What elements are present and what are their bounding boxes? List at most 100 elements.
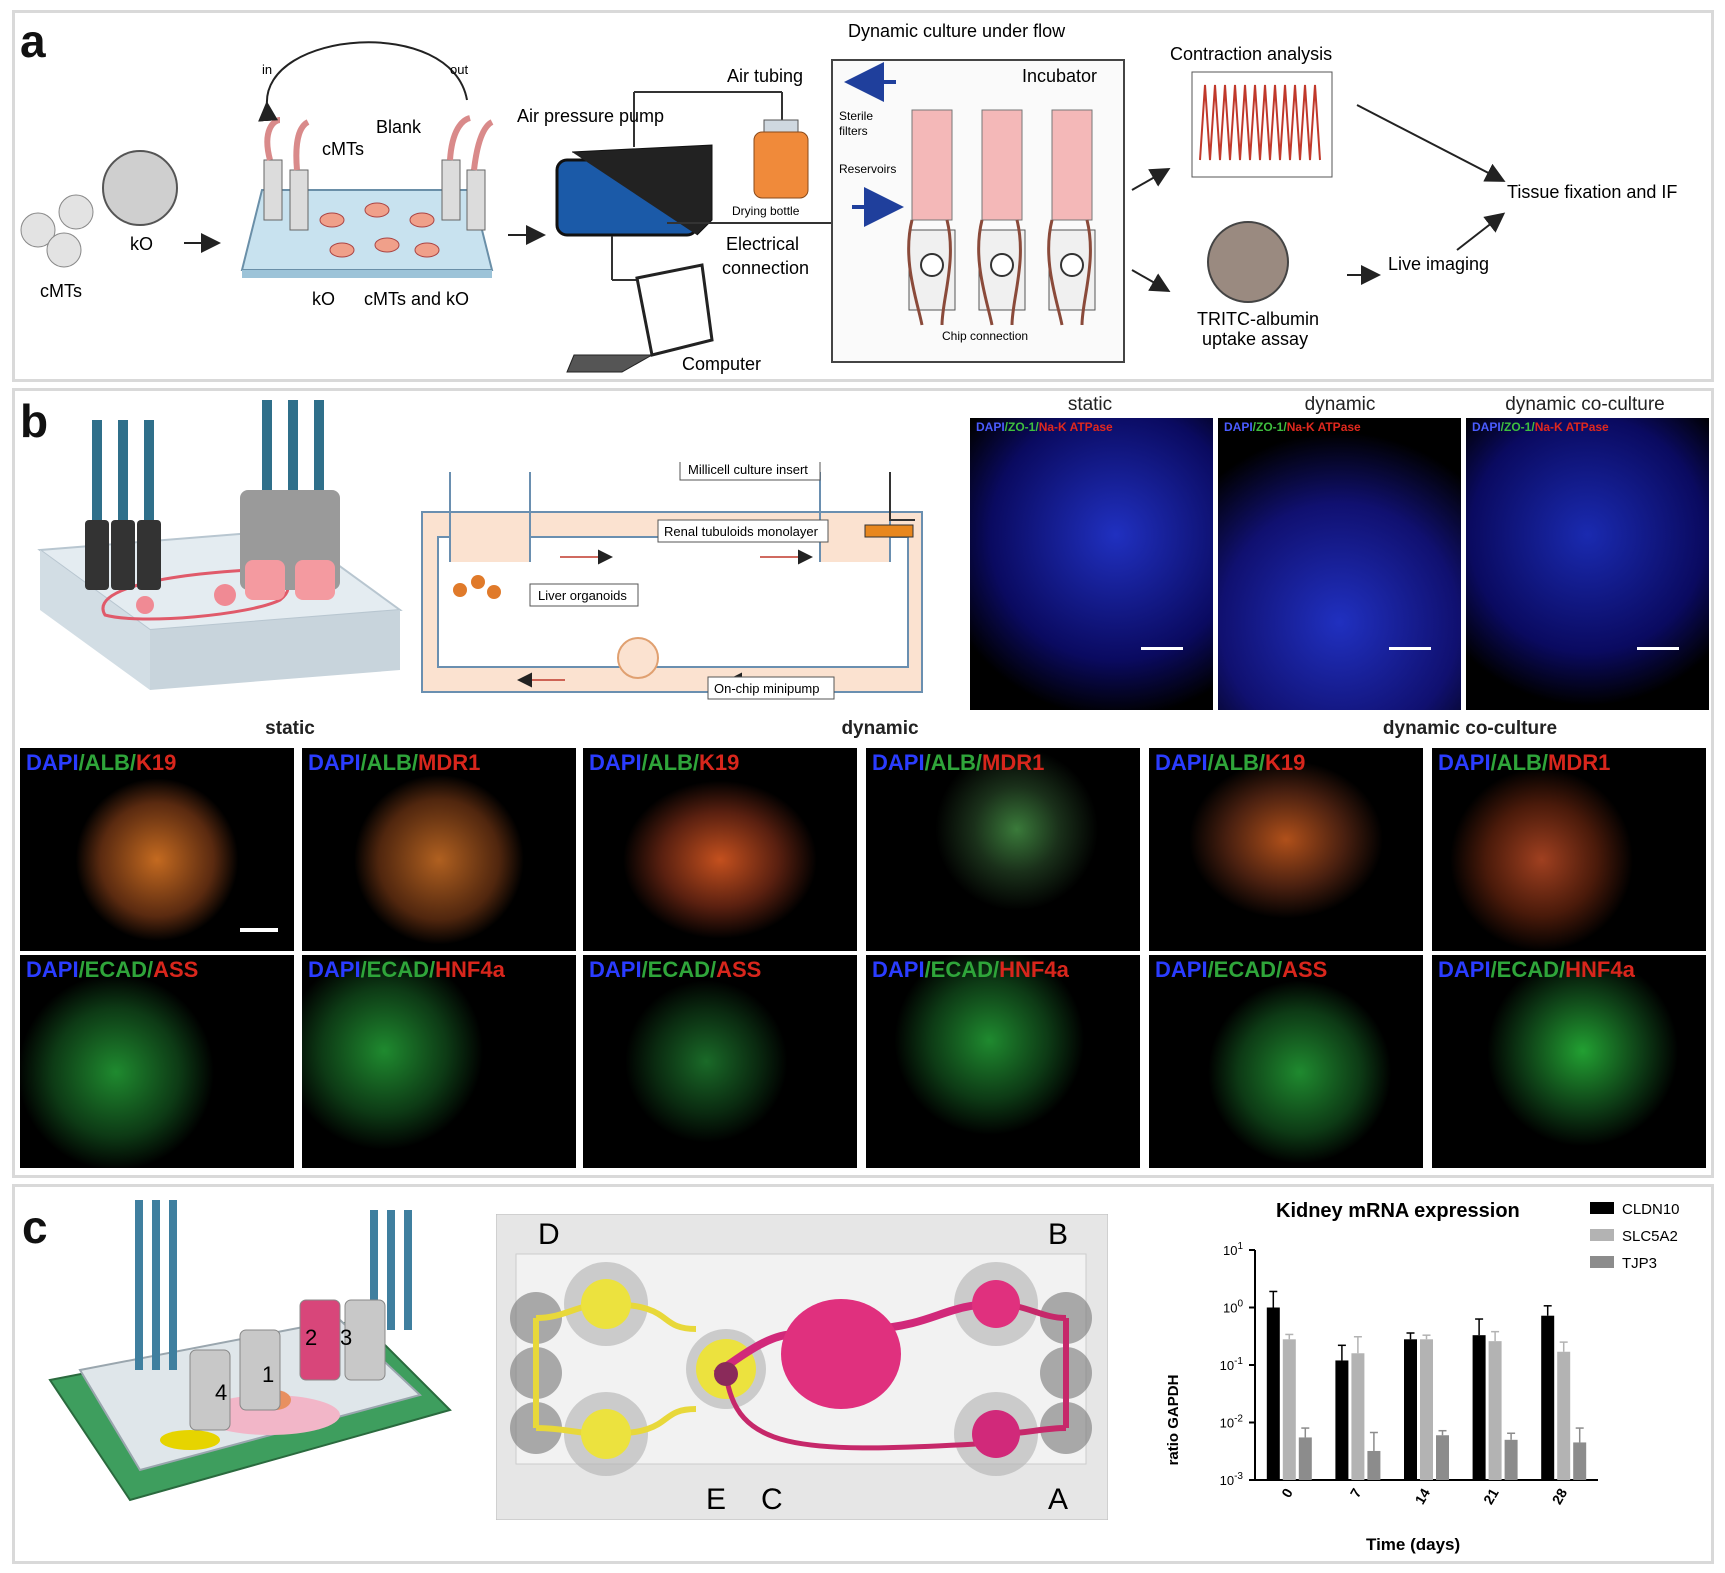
micrograph-row1-3: DAPI/ALB/K19	[583, 748, 857, 951]
stain-label: DAPI/ALB/K19	[1155, 750, 1305, 776]
y-tick-label: 101	[1223, 1241, 1243, 1258]
stain-dapi: DAPI	[1155, 957, 1208, 982]
cmts-label: cMTs	[40, 281, 82, 301]
cmts-and-ko-label: cMTs and kO	[364, 289, 469, 309]
chip-ko-label: kO	[312, 289, 335, 309]
bar-cldn10	[1404, 1339, 1417, 1480]
out-label: out	[450, 62, 468, 77]
legend-swatch-tjp3	[1590, 1256, 1614, 1268]
micrograph-row2-2: DAPI/ECAD/HNF4a	[302, 955, 576, 1168]
micrograph-dynamic-zo1: DAPI/ZO-1/Na-K ATPase	[1218, 418, 1461, 710]
chart-title: Kidney mRNA expression	[1276, 1200, 1520, 1222]
blank-label: Blank	[376, 117, 422, 137]
y-tick-label: 10-1	[1220, 1356, 1244, 1373]
drying-bottle-illustration	[753, 119, 809, 199]
y-tick-label: 10-2	[1220, 1414, 1244, 1431]
stain-green: /ECAD/	[641, 957, 717, 982]
stain-green: /ALB/	[78, 750, 137, 775]
bar-tjp3	[1298, 1437, 1312, 1480]
stain-nak: Na-K ATPase	[1286, 420, 1361, 434]
stain-dapi: DAPI	[976, 420, 1005, 434]
stain-green: /ECAD/	[78, 957, 154, 982]
stain-red: HNF4a	[999, 957, 1069, 982]
stain-red: ASS	[716, 957, 762, 982]
stain-dapi: DAPI	[1438, 750, 1491, 775]
panel-b-label: b	[20, 395, 49, 447]
y-tick-label: 100	[1223, 1299, 1243, 1316]
bar-tjp3	[1436, 1435, 1449, 1480]
bar-slc5a2	[1557, 1351, 1571, 1480]
panel-c-chip-topview: D B E C A	[496, 1214, 1108, 1520]
live-imaging-label: Live imaging	[1388, 254, 1489, 274]
bar-slc5a2	[1351, 1353, 1365, 1480]
chip-illustration	[240, 41, 494, 278]
bar-slc5a2	[1488, 1341, 1502, 1480]
bar-slc5a2	[1282, 1339, 1296, 1480]
stain-dapi: DAPI	[589, 750, 642, 775]
bar-cldn10	[1266, 1307, 1280, 1480]
x-tick-label: 7	[1347, 1485, 1365, 1500]
legend-label-slc5a2: SLC5A2	[1622, 1228, 1678, 1245]
stain-nak: Na-K ATPase	[1534, 420, 1609, 434]
micrograph-row2-3: DAPI/ECAD/ASS	[583, 955, 857, 1168]
chip-cmts-label: cMTs	[322, 139, 364, 159]
micrograph-static-zo1: DAPI/ZO-1/Na-K ATPase	[970, 418, 1213, 710]
air-pressure-pump-label: Air pressure pump	[517, 106, 664, 126]
stain-green: /ECAD/	[1490, 957, 1566, 982]
stain-green: /ECAD/	[924, 957, 1000, 982]
micrograph-coculture-zo1: DAPI/ZO-1/Na-K ATPase	[1466, 418, 1709, 710]
tritc-label-1: TRITC-albumin	[1197, 309, 1319, 329]
tritc-label-2: uptake assay	[1202, 329, 1308, 349]
stain-label: DAPI/ECAD/ASS	[589, 957, 761, 983]
stain-label: DAPI/ALB/MDR1	[1438, 750, 1610, 776]
stain-label: DAPI/ALB/K19	[26, 750, 176, 776]
chip-number-1: 1	[262, 1362, 274, 1387]
liver-organoids-label: Liver organoids	[538, 588, 627, 603]
stain-green: /ALB/	[924, 750, 983, 775]
panel-a-diagram: cMTs kO in out cMTs Blank kO cMTs and kO	[20, 21, 1677, 374]
legend-label-cldn10: CLDN10	[1622, 1201, 1680, 1218]
letter-C: C	[761, 1483, 783, 1516]
reservoirs-label: Reservoirs	[839, 162, 896, 176]
bar-cldn10	[1541, 1315, 1555, 1480]
row-title-static: static	[265, 718, 315, 739]
legend-swatch-slc5a2	[1590, 1229, 1614, 1241]
bar-slc5a2	[1420, 1339, 1433, 1480]
stain-dapi: DAPI	[872, 957, 925, 982]
letter-E: E	[706, 1483, 726, 1516]
chip-number-2: 2	[305, 1325, 317, 1350]
computer-label: Computer	[682, 354, 761, 374]
chart-ylabel: ratio GAPDH	[1165, 1375, 1182, 1466]
stain-red: HNF4a	[1565, 957, 1635, 982]
top-title-dynamic: dynamic	[1304, 394, 1376, 415]
computer-illustration	[566, 236, 714, 373]
stain-green: /ECAD/	[1207, 957, 1283, 982]
stain-dapi: DAPI	[1438, 957, 1491, 982]
sterile-filters-label-2: filters	[839, 124, 868, 138]
stain-dapi: DAPI	[1224, 420, 1253, 434]
ko-label: kO	[130, 234, 153, 254]
stain-dapi: DAPI	[1472, 420, 1501, 434]
stain-label: DAPI/ALB/K19	[589, 750, 739, 776]
stain-dapi: DAPI	[26, 750, 79, 775]
stain-dapi: DAPI	[1155, 750, 1208, 775]
stain-label: DAPI/ALB/MDR1	[308, 750, 480, 776]
chip-number-4: 4	[215, 1380, 227, 1405]
panel-b-chip-3d	[37, 400, 403, 690]
electrical-connection-label-2: connection	[722, 258, 809, 278]
ko-sphere	[102, 150, 178, 226]
sterile-filters-label-1: Sterile	[839, 109, 873, 123]
drying-bottle-label: Drying bottle	[732, 204, 800, 218]
letter-A: A	[1048, 1483, 1068, 1516]
panel-c-chip-3d: 1 2 3 4	[48, 1200, 452, 1502]
x-tick-label: 14	[1411, 1485, 1433, 1507]
cmts-spheres	[20, 194, 94, 268]
electrical-connection-label-1: Electrical	[726, 234, 799, 254]
tissue-fixation-label: Tissue fixation and IF	[1507, 182, 1677, 202]
bar-cldn10	[1335, 1360, 1349, 1480]
bar-tjp3	[1573, 1442, 1587, 1480]
stain-green: /ECAD/	[360, 957, 436, 982]
top-title-coculture: dynamic co-culture	[1505, 394, 1665, 415]
stain-zo1: /ZO-1/	[1252, 420, 1287, 434]
tritc-organoid	[1207, 221, 1289, 303]
